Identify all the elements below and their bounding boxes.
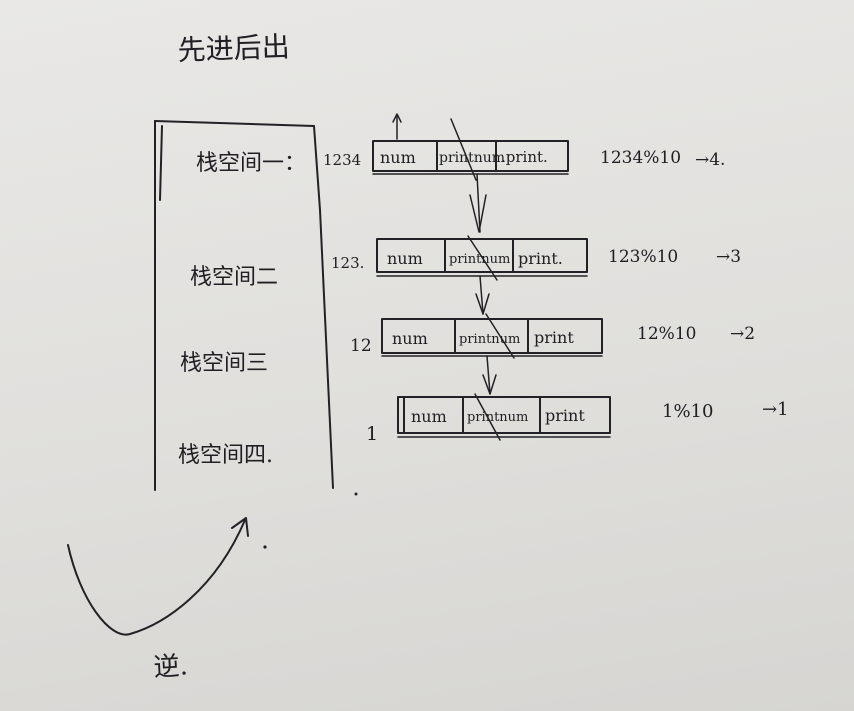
call-arrow-1 xyxy=(469,173,487,233)
call-arrow-2-shaft xyxy=(479,275,484,315)
call-row-4: 1 num printnum print 1%10 →1 xyxy=(366,393,789,445)
stack-frame-4-label: 栈空间四. xyxy=(178,443,273,468)
call-3-note: 12%10 xyxy=(637,324,696,344)
call-row-3: 12 num printnum print 12%10 →2 xyxy=(350,313,755,359)
call-2-box xyxy=(376,238,588,273)
call-4-field-printnum: printnum xyxy=(467,410,528,425)
stack-frame-3-label: 栈空间三 xyxy=(180,351,268,376)
call-1-strike xyxy=(450,118,477,181)
call-3-result: →2 xyxy=(730,324,755,344)
return-arrow-dot xyxy=(263,545,267,549)
diagram-title: 先进后出 xyxy=(177,30,290,67)
call-1-box xyxy=(372,140,569,172)
call-2-field-printnum: printnum xyxy=(449,252,510,267)
call-2-field-num: num xyxy=(387,249,423,268)
call-1-arg: 1234 xyxy=(323,151,361,169)
call-1-field-printnum: printnum xyxy=(439,150,505,166)
call-2-arg: 123. xyxy=(331,254,364,272)
return-arrow-head xyxy=(231,517,249,537)
call-1-note: 1234%10 xyxy=(600,148,681,168)
call-3-strike xyxy=(485,313,515,359)
call-3-field-print: print xyxy=(534,328,574,347)
return-arrow xyxy=(67,517,267,636)
call-arrow-3-shaft xyxy=(486,355,491,395)
stack-left-inner-stroke xyxy=(159,125,163,201)
call-arrow-3 xyxy=(482,355,497,395)
call-arrow-1-head xyxy=(469,194,487,233)
call-3-arg: 12 xyxy=(350,336,372,356)
call-arrow-1-shaft xyxy=(476,173,481,233)
stack-top-edge xyxy=(154,120,315,127)
call-1-field-print: .print. xyxy=(501,148,548,166)
call-4-field-print: print xyxy=(545,406,585,425)
call-4-result: →1 xyxy=(762,399,789,420)
call-arrow-2 xyxy=(475,275,490,315)
stack-frame-1-label: 栈空间一： xyxy=(196,151,306,176)
call-1-return-arrow-head xyxy=(392,113,402,123)
call-4-arg: 1 xyxy=(366,423,378,445)
call-3-field-printnum: printnum xyxy=(459,332,520,347)
call-row-1: 1234 num printnum .print. 1234%10 →4. xyxy=(323,113,725,181)
call-1-result: →4. xyxy=(695,150,725,170)
stack-right-edge xyxy=(313,125,334,489)
call-4-box xyxy=(397,396,611,434)
call-2-result: →3 xyxy=(716,247,741,267)
call-3-box xyxy=(381,318,603,354)
call-4-field-num: num xyxy=(411,407,447,426)
call-4-strike xyxy=(474,393,501,441)
call-4-note: 1%10 xyxy=(662,401,713,422)
call-2-note: 123%10 xyxy=(608,247,678,267)
call-2-strike xyxy=(467,235,498,281)
call-1-field-num: num xyxy=(380,148,416,167)
call-arrow-2-head xyxy=(475,293,490,315)
stack-frame-2-label: 栈空间二 xyxy=(190,265,278,290)
call-3-field-num: num xyxy=(392,329,428,348)
call-2-field-print: print. xyxy=(518,249,563,268)
call-row-2: 123. num printnum print. 123%10 →3 xyxy=(331,235,741,281)
return-label: 逆. xyxy=(153,651,189,683)
stack-dot xyxy=(354,492,358,496)
stack-column xyxy=(154,120,358,496)
return-arrow-curve xyxy=(67,519,246,636)
call-arrow-3-head xyxy=(482,374,497,395)
